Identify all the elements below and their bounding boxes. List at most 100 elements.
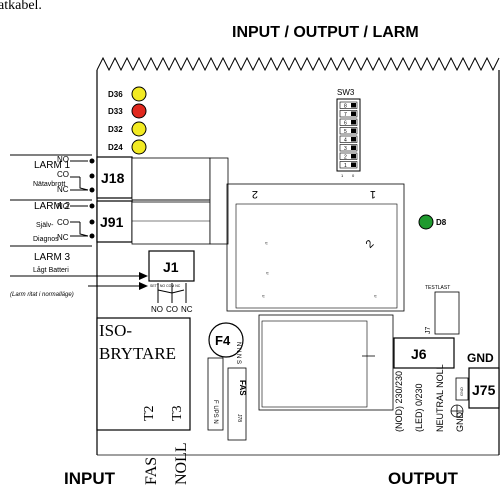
j78-fas: FAS — [238, 380, 247, 396]
output-neutral: NEUTRAL NOLL — [435, 364, 445, 432]
sw3-pos-2: 2 — [344, 155, 347, 161]
output-gnd: GND — [455, 412, 465, 433]
sw3-slot-5 — [339, 127, 358, 135]
larm1-pin-co: CO — [57, 170, 69, 179]
led-label-d36: D36 — [108, 90, 123, 99]
connector-j1 — [148, 250, 195, 282]
transformer-core — [235, 203, 398, 309]
larm2-contact — [79, 222, 89, 237]
testlast-block: TESTLAST J7 — [425, 285, 460, 335]
sw3-label: SW3 — [337, 88, 355, 97]
silk-mark-b: ≈ — [262, 294, 265, 300]
led-d36 — [131, 86, 147, 102]
j1-label: J1 — [163, 259, 179, 275]
sw3-knob-8 — [351, 103, 356, 108]
silk-mark-c: ≈ — [266, 271, 269, 277]
j1-contact — [157, 289, 185, 294]
larm2-subtitle2: Diagnos — [33, 236, 59, 243]
sw3-knob-4 — [351, 137, 356, 142]
sw3-pos-8: 8 — [344, 104, 347, 110]
larm2-subtitle: Själv- — [36, 222, 54, 229]
iso-box — [96, 317, 191, 431]
connector-j18 — [96, 156, 133, 199]
top-fragment: atkabel. — [0, 0, 42, 13]
sw3-slot-1 — [339, 161, 358, 169]
larm2-pin3-dot — [89, 233, 95, 239]
header-title: INPUT / OUTPUT / LARM — [232, 24, 419, 41]
sw3-pos-5: 5 — [344, 129, 347, 135]
connector-j75 — [468, 367, 500, 409]
testlast-box — [434, 291, 460, 335]
sw3-slot-6 — [339, 118, 358, 126]
iso-t3: T3 — [170, 405, 185, 421]
larm-3-block: LARM 3 Lågt Batteri (Larm ritat i normal… — [10, 245, 195, 314]
larm1-title: LARM 1 — [34, 160, 71, 171]
sw3-knob-7 — [351, 111, 356, 116]
larm2-title: LARM 2 — [34, 201, 71, 212]
silk-mark-a: ≈ — [265, 241, 268, 247]
j78-nnns: N N N S — [235, 342, 241, 364]
component-inner — [261, 320, 368, 408]
sw3-knob-5 — [351, 128, 356, 133]
connector-j75-block: GND J75 GND — [455, 351, 500, 409]
bottom-input: INPUT — [64, 469, 116, 488]
larm1-pin2-dot — [89, 173, 95, 179]
larm1-pin-no: NO — [57, 155, 69, 164]
terminal-j78: N N N S FAS F UPS N J78 — [207, 342, 247, 441]
inrush-component — [258, 314, 394, 411]
led-label-d33: D33 — [108, 107, 123, 116]
j18-label: J18 — [101, 170, 125, 186]
iso-line2: BRYTARE — [99, 344, 176, 363]
sw3-knob-2 — [351, 154, 356, 159]
bottom-output: OUTPUT — [388, 469, 459, 488]
connector-j91 — [96, 200, 133, 243]
output-labels: (NOD) 230/230 (LED) 0/230 NEUTRAL NOLL G… — [394, 364, 465, 432]
sw3-slot-2 — [339, 152, 358, 160]
output-led: (LED) 0/230 — [414, 383, 424, 432]
larm1-pin-nc: NC — [57, 185, 69, 194]
larm2-pin-co: CO — [57, 218, 69, 227]
larm3-arrow-bottom — [139, 282, 148, 290]
larm-1-block: LARM 1 Nätavbrott NO CO NC J18 — [10, 154, 133, 199]
larm1-pin3-dot — [89, 187, 95, 193]
sw3-slot-8 — [339, 101, 358, 109]
sw3-pos-7: 7 — [344, 112, 347, 118]
led-d32 — [131, 121, 147, 137]
larm2-pin-nc: NC — [57, 233, 69, 242]
fuse-label: F4 — [215, 333, 231, 348]
board-torn-edge — [96, 56, 500, 72]
sw3-body — [336, 98, 361, 172]
larm2-pin2-dot — [89, 219, 95, 225]
relay-2 — [131, 201, 211, 245]
led-d24 — [131, 139, 147, 155]
relay-strip — [131, 157, 229, 245]
gnd-small: GND — [459, 387, 464, 396]
silk-2b: 2 — [364, 238, 377, 251]
iso-switch: ISO- BRYTARE T2 T3 — [96, 317, 191, 431]
relay-1 — [131, 157, 211, 201]
sw3-pos-6: 6 — [344, 121, 347, 127]
larm1-subtitle: Nätavbrott — [33, 181, 65, 188]
connector-j6 — [393, 337, 455, 369]
bottom-noll: NOLL — [173, 442, 190, 485]
output-nod: (NOD) 230/230 — [394, 371, 404, 432]
silk-mark-d: ≈ — [374, 294, 377, 300]
j78-fupsn: F UPS N — [212, 400, 218, 424]
larm1-contact — [79, 177, 89, 191]
gnd-tab — [455, 377, 469, 401]
larm3-title: LARM 3 — [34, 252, 71, 263]
testlast-label: TESTLAST — [425, 285, 450, 291]
component-outer — [258, 314, 394, 411]
sw3-slot-7 — [339, 110, 358, 118]
j78-box-right — [227, 367, 247, 441]
transformer: 2 1 2 ≈ ≈ ≈ ≈ — [226, 183, 405, 312]
led-d8 — [418, 214, 434, 230]
larm2-pin1-dot — [89, 203, 95, 209]
larm1-pin1-dot — [89, 158, 95, 164]
j78-label: J78 — [236, 414, 242, 422]
transformer-outer — [226, 183, 405, 312]
relay-column — [209, 157, 229, 245]
sw3-pos-4: 4 — [344, 138, 347, 144]
